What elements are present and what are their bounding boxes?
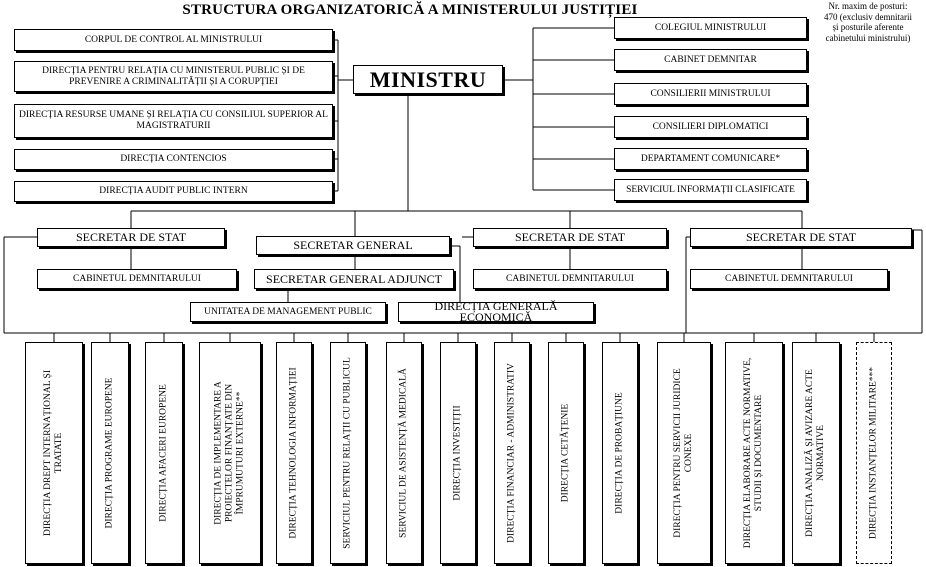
bottom-unit-label: SERVICIUL PENTRU RELAȚII CU PUBLICUL: [342, 357, 353, 549]
bottom-unit-label: DIRECȚIA TEHNOLOGIA INFORMAȚIEI: [288, 367, 299, 539]
bottom-unit-tehnologia-informatiei: DIRECȚIA TEHNOLOGIA INFORMAȚIEI: [276, 342, 312, 564]
bottom-unit-label: SERVICIUL DE ASISTENȚĂ MEDICALĂ: [398, 368, 409, 538]
unit-directia-audit: DIRECȚIA AUDIT PUBLIC INTERN: [14, 181, 333, 202]
bottom-unit-label: DIRECȚIA PENTRU SERVICII JURIDICE CONEXE: [673, 368, 694, 538]
bottom-unit-financiar-administrativ: DIRECȚIA FINANCIAR - ADMINISTRATIV: [494, 342, 530, 564]
bottom-unit-label: DIRECȚIA PROGRAME EUROPENE: [104, 377, 115, 529]
secretar-de-stat-1: SECRETAR DE STAT: [37, 228, 225, 247]
bottom-unit-implementare-proiecte: DIRECȚIA DE IMPLEMENTARE A PROIECTELOR F…: [199, 342, 261, 564]
bottom-unit-label: DIRECȚIA AFACERI EUROPENE: [158, 384, 169, 522]
directia-generala-economica: DIRECȚIA GENERALĂ ECONOMICĂ: [398, 300, 594, 323]
unit-serviciul-informatii: SERVICIUL INFORMAȚII CLASIFICATE: [614, 179, 807, 201]
unitatea-management-public: UNITATEA DE MANAGEMENT PUBLIC: [190, 302, 386, 322]
bottom-unit-afaceri-europene: DIRECȚIA AFACERI EUROPENE: [145, 342, 183, 564]
bottom-unit-label: DIRECȚIA DE PROBAȚIUNE: [614, 392, 625, 514]
unit-directia-minister-public: DIRECȚIA PENTRU RELAȚIA CU MINISTERUL PU…: [14, 61, 333, 92]
bottom-unit-label: DIRECȚIA INSTANȚELOR MILITARE***: [868, 366, 879, 540]
bottom-unit-relatii-public: SERVICIUL PENTRU RELAȚII CU PUBLICUL: [330, 342, 366, 564]
note-line: și posturile aferente: [832, 22, 904, 32]
note-line: cabinetului ministrului): [825, 32, 911, 43]
unit-directia-resurse-umane: DIRECȚIA RESURSE UMANE ȘI RELAȚIA CU CON…: [14, 104, 333, 138]
secretar-de-stat-2: SECRETAR DE STAT: [473, 228, 667, 247]
bottom-unit-programe-europene: DIRECȚIA PROGRAME EUROPENE: [91, 342, 129, 564]
secretar-general: SECRETAR GENERAL: [256, 236, 450, 255]
cabinetul-demnitarului-3: CABINETUL DEMNITARULUI: [690, 269, 888, 289]
note-line: Nr. maxim de posturi:: [828, 1, 908, 11]
bottom-unit-label: DIRECȚIA ELABORARE ACTE NORMATIVE, STUDI…: [743, 357, 764, 549]
bottom-unit-label: DIRECȚIA DREPT INTERNAȚIONAL ȘI TRATATE: [43, 370, 64, 536]
cabinetul-demnitarului-1: CABINETUL DEMNITARULUI: [37, 269, 237, 289]
bottom-unit-asistenta-medicala: SERVICIUL DE ASISTENȚĂ MEDICALĂ: [386, 342, 422, 564]
bottom-unit-label: DIRECȚIA DE IMPLEMENTARE A PROIECTELOR F…: [213, 381, 246, 525]
chart-title: STRUCTURA ORGANIZATORICĂ A MINISTERULUI …: [182, 2, 638, 18]
bottom-unit-instante-militare: DIRECȚIA INSTANȚELOR MILITARE***: [856, 342, 892, 564]
unit-cabinet-demnitar: CABINET DEMNITAR: [614, 49, 807, 71]
bottom-unit-probatiune: DIRECȚIA DE PROBAȚIUNE: [602, 342, 638, 564]
bottom-unit-analiza-avizare: DIRECȚIA ANALIZĂ ȘI AVIZARE ACTE NORMATI…: [792, 342, 840, 564]
secretar-de-stat-3: SECRETAR DE STAT: [690, 228, 912, 247]
bottom-unit-cetatenie: DIRECȚIA CETĂȚENIE: [548, 342, 584, 564]
cabinetul-demnitarului-2: CABINETUL DEMNITARULUI: [473, 269, 667, 289]
bottom-unit-servicii-juridice: DIRECȚIA PENTRU SERVICII JURIDICE CONEXE: [657, 342, 711, 564]
bottom-unit-label: DIRECȚIA FINANCIAR - ADMINISTRATIV: [506, 363, 517, 543]
bottom-unit-label: DIRECȚIA ANALIZĂ ȘI AVIZARE ACTE NORMATI…: [805, 369, 826, 537]
unit-corpul-control: CORPUL DE CONTROL AL MINISTRULUI: [14, 29, 333, 51]
unit-colegiul-ministrului: COLEGIUL MINISTRULUI: [614, 17, 807, 39]
unit-directia-contencios: DIRECȚIA CONTENCIOS: [14, 149, 333, 170]
unit-consilierii-ministrului: CONSILIERII MINISTRULUI: [614, 83, 807, 105]
unit-departament-comunicare: DEPARTAMENT COMUNICARE*: [614, 148, 807, 170]
minister-box: MINISTRU: [353, 65, 503, 94]
unit-consilieri-diplomatici: CONSILIERI DIPLOMATICI: [614, 116, 807, 138]
max-posts-note: Nr. maxim de posturi: 470 (exclusiv demn…: [812, 1, 924, 43]
bottom-unit-elaborare-acte: DIRECȚIA ELABORARE ACTE NORMATIVE, STUDI…: [725, 342, 783, 564]
bottom-unit-investitii: DIRECȚIA INVESTIȚII: [440, 342, 476, 564]
note-line: 470 (exclusiv demnitarii: [824, 11, 912, 22]
bottom-unit-drept-international: DIRECȚIA DREPT INTERNAȚIONAL ȘI TRATATE: [25, 342, 83, 564]
bottom-unit-label: DIRECȚIA INVESTIȚII: [452, 405, 463, 501]
secretar-general-adjunct: SECRETAR GENERAL ADJUNCT: [254, 269, 454, 289]
bottom-unit-label: DIRECȚIA CETĂȚENIE: [560, 403, 571, 503]
